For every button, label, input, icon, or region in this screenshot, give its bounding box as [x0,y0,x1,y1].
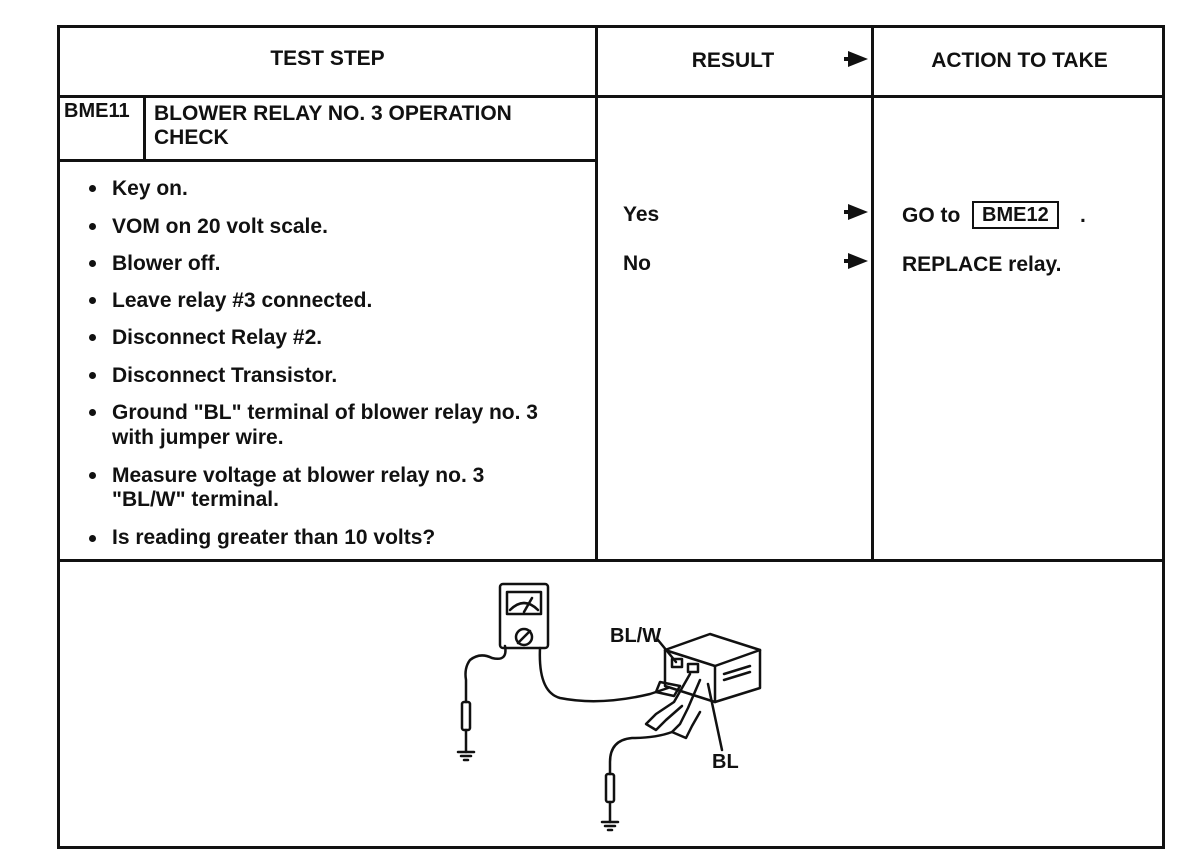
ground-icon [600,820,620,832]
procedure-item-continued: "BL/W" terminal. [112,488,279,511]
bullet-icon [89,185,96,192]
bullet-icon [89,223,96,230]
procedure-item-continued: with jumper wire. [112,426,284,449]
procedure-item: Blower off. [112,252,221,275]
blower-relay-icon [663,632,762,704]
bullet-icon [89,535,96,542]
bullet-icon [89,372,96,379]
procedure-item: Key on. [112,177,188,200]
step-title-divider [57,159,597,162]
diagram-divider [57,559,1165,562]
step-code: BME11 [64,100,130,122]
bullet-icon [89,334,96,341]
bullet-icon [89,409,96,416]
step-title-line1: BLOWER RELAY NO. 3 OPERATION [154,102,512,125]
label-bl: BL [712,751,739,773]
procedure-item: Is reading greater than 10 volts? [112,526,436,549]
result-arrow-icon [844,253,868,269]
result-no: No [623,252,651,275]
voltmeter-icon [498,582,550,650]
header-divider [57,95,1165,98]
column-divider-1 [595,25,598,562]
result-arrow-icon [844,51,868,67]
procedure-item: VOM on 20 volt scale. [112,215,328,238]
step-title-line2: CHECK [154,126,229,149]
procedure-item: Disconnect Transistor. [112,364,338,387]
step-reference-box: BME12 [972,201,1059,229]
action-replace: REPLACE relay. [902,253,1062,276]
step-code-divider [143,95,146,161]
header-test-step: TEST STEP [270,47,385,70]
bullet-icon [89,260,96,267]
bullet-icon [89,297,96,304]
result-arrow-icon [844,204,868,220]
header-result: RESULT [691,49,775,72]
procedure-item: Measure voltage at blower relay no. 3 [112,464,485,487]
action-go-to: GO to [902,204,961,227]
action-suffix: . [1080,204,1086,227]
bullet-icon [89,472,96,479]
ground-icon [456,750,476,762]
label-blw: BL/W [610,625,661,647]
relay-test-diagram: BL/W BL [456,582,762,832]
procedure-item: Disconnect Relay #2. [112,326,323,349]
column-divider-2 [871,25,874,562]
procedure-item: Ground "BL" terminal of blower relay no.… [112,401,538,424]
procedure-item: Leave relay #3 connected. [112,289,373,312]
test-step-table [57,25,1165,849]
header-action: ACTION TO TAKE [931,49,1108,72]
result-yes: Yes [623,203,660,226]
